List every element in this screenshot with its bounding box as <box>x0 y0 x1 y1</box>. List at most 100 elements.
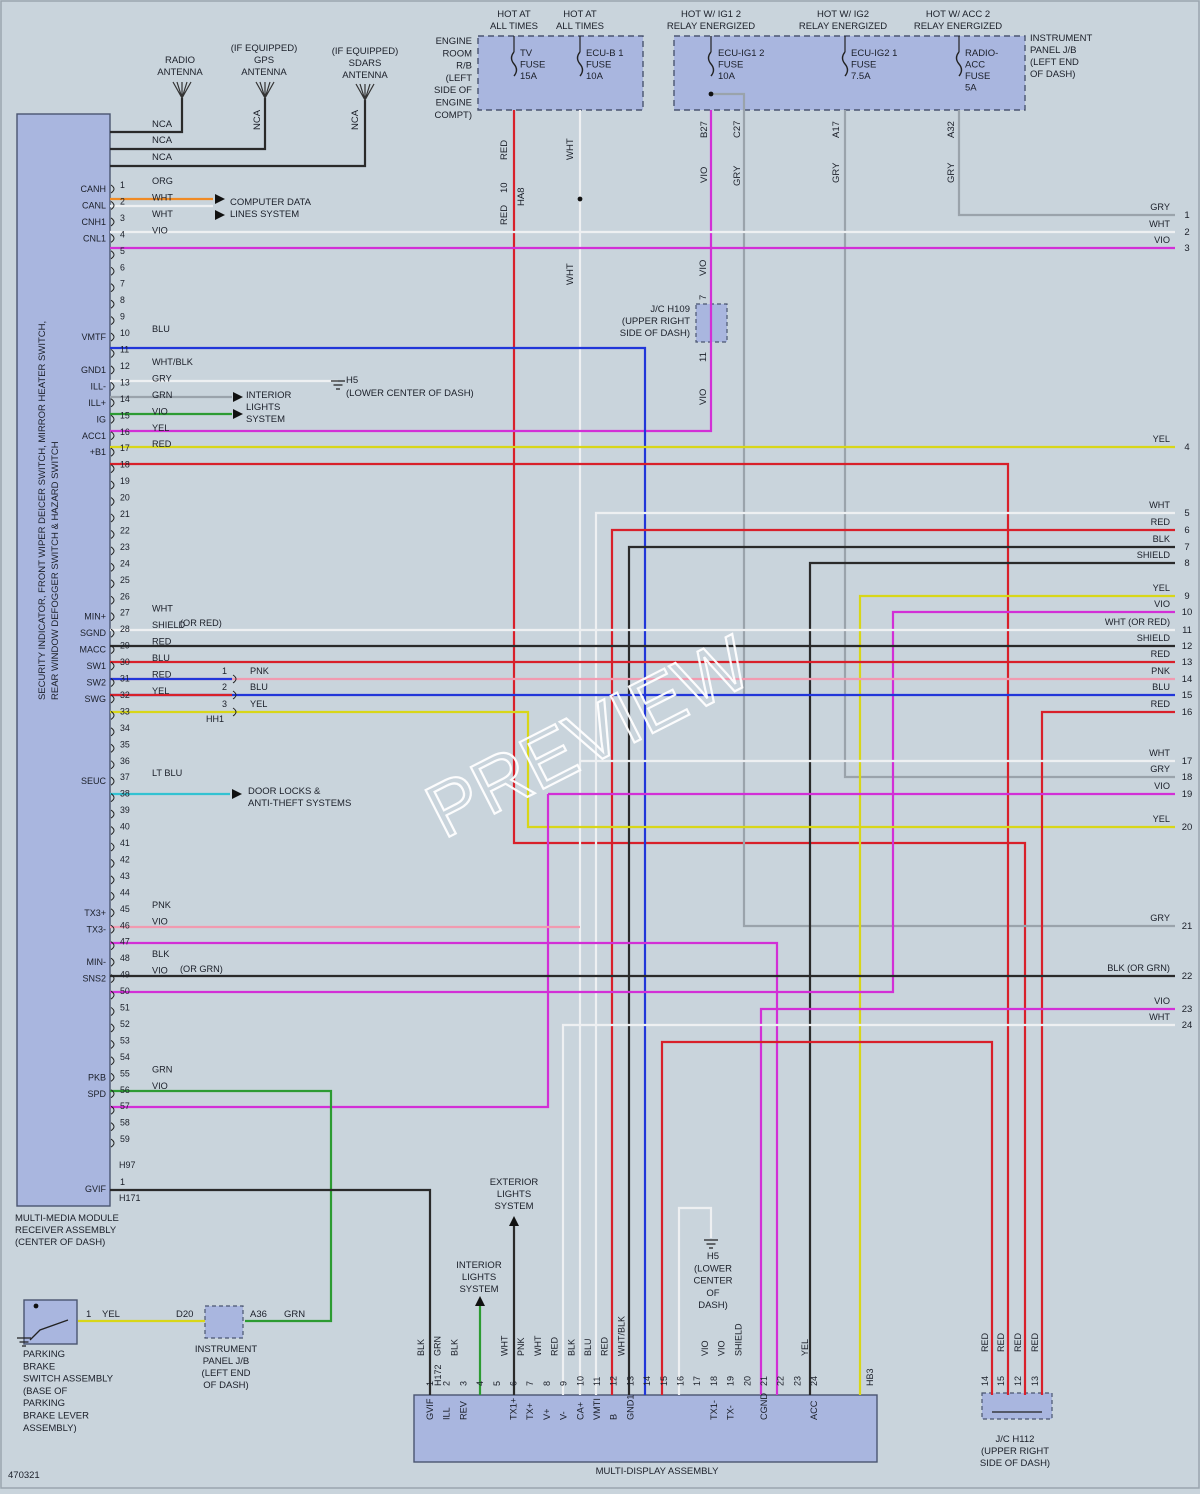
module-pin-number: 32 <box>120 690 130 700</box>
radio-antenna-icon <box>172 81 192 101</box>
display-wire-color: GRN <box>433 1336 443 1356</box>
diagram-id: 470321 <box>8 1470 40 1481</box>
module-pin-number: 56 <box>120 1085 130 1095</box>
display-terminal-label: GVIF <box>425 1398 435 1420</box>
module-pin-number: 37 <box>120 772 130 782</box>
pin-wire-color-label: RED <box>152 637 172 647</box>
right-terminal-number: 3 <box>1184 243 1189 254</box>
ground-icon <box>331 380 345 390</box>
sdars-antenna-label: ANTENNA <box>342 70 388 81</box>
module-pin-number: 5 <box>120 246 125 256</box>
door-locks-label: DOOR LOCKS & <box>248 786 321 797</box>
nca-label: NCA <box>252 109 263 130</box>
wire-color-label: WHT <box>565 263 576 285</box>
pin-connector-mark <box>110 1089 115 1099</box>
hh1-pin-number: 2 <box>222 682 227 692</box>
parking-brake-caption: BRAKE LEVER <box>23 1411 89 1422</box>
pin-connector-mark <box>110 365 115 375</box>
right-terminal-number: 8 <box>1184 558 1189 569</box>
junction-dot <box>708 91 714 97</box>
pin55-grn-wire <box>110 1089 333 1323</box>
pin-connector-mark <box>110 562 115 572</box>
hot-at-all-times-label: ALL TIMES <box>490 21 538 32</box>
arrow-right-icon <box>233 409 243 419</box>
or-red-note: (OR RED) <box>180 618 222 628</box>
nca-label: NCA <box>152 119 173 130</box>
right-terminal-wire-color: SHIELD <box>1137 550 1171 560</box>
pin-connector-mark <box>110 250 115 260</box>
right-terminal-wire-color: WHT <box>1149 1012 1170 1022</box>
module-pin-number: 53 <box>120 1035 130 1045</box>
h5-label: H5 <box>346 375 358 386</box>
pin-connector-mark <box>110 678 115 687</box>
a32-gry-wire <box>957 110 1175 217</box>
module-pin-number: 19 <box>120 476 130 486</box>
pin32-yel-wire <box>110 710 1175 829</box>
pin-connector-mark <box>110 530 115 539</box>
wire-color-label: WHT <box>565 138 576 160</box>
right-terminal-number: 9 <box>1184 591 1189 602</box>
right-terminal-number: 5 <box>1184 508 1189 519</box>
right-terminal-number: 19 <box>1182 789 1193 800</box>
pin-connector-mark <box>110 891 115 901</box>
instrument-panel-jb-box <box>673 35 1026 111</box>
pin-wire-color-label: WHT <box>152 209 173 219</box>
right-terminal-wire-color: GRY <box>1150 913 1170 923</box>
right-terminal-wire-color: VIO <box>1154 599 1170 609</box>
fuse-label: 15A <box>520 71 538 82</box>
interior-lights-label: SYSTEM <box>246 414 285 425</box>
pin-connector-mark <box>110 842 115 852</box>
pin-connector-mark <box>110 217 115 227</box>
term9-yel-wire <box>858 594 1175 1395</box>
pin-connector-mark <box>110 480 115 490</box>
module-pin-number: 26 <box>120 591 130 601</box>
h5-label-2: (LOWER <box>694 1263 732 1274</box>
right-terminal-number: 12 <box>1182 641 1193 652</box>
engine-room-rb-label: COMPT) <box>435 110 472 121</box>
display-b-red-wire <box>660 1040 994 1395</box>
module-pin-label: SPD <box>87 1089 106 1099</box>
fuse-label: FUSE <box>586 60 611 71</box>
display-terminal-label: TX1+ <box>509 1398 519 1420</box>
interior-lights-label: LIGHTS <box>246 402 280 413</box>
antenna-lead <box>110 98 184 134</box>
wire-color-label: RED <box>499 140 510 160</box>
pin-connector-mark <box>110 1039 115 1049</box>
sdars-antenna-label: (IF EQUIPPED) <box>332 46 399 57</box>
display-pin-number: 24 <box>809 1376 819 1386</box>
pin-connector-mark <box>110 661 115 671</box>
fuse-label: TV <box>520 48 533 59</box>
module-pin-number: 39 <box>120 805 130 815</box>
display-pin-number: 19 <box>726 1376 736 1386</box>
module-pin-number: 28 <box>120 624 130 634</box>
pin10-blu-wire <box>110 346 647 1395</box>
display-pin-number: 18 <box>709 1376 719 1386</box>
term16-red-wire <box>1040 710 1175 1395</box>
connector-hb3: HB3 <box>865 1368 875 1386</box>
multi-display-assembly-box <box>413 1394 878 1463</box>
display-wire-color: BLK <box>416 1339 426 1356</box>
gps-antenna-label: GPS <box>254 55 274 66</box>
pin-connector-mark <box>110 546 115 556</box>
pin-connector-mark <box>110 694 115 704</box>
fuse-label: ECU-IG2 1 <box>851 48 897 59</box>
display-gnd-wire <box>677 1206 713 1395</box>
jc-h112-wire-color: RED <box>1030 1332 1040 1352</box>
parking-brake-caption: ASSEMBLY) <box>23 1423 77 1434</box>
antenna-lead <box>110 100 367 168</box>
module-pin-number: 30 <box>120 657 130 667</box>
module-pin-number: 40 <box>120 822 130 832</box>
pin-connector-mark <box>110 1023 115 1033</box>
module-pin-number: 50 <box>120 986 130 996</box>
module-pin-number: 58 <box>120 1118 130 1128</box>
hot-ig1-2-label: HOT W/ IG1 2 <box>681 9 741 20</box>
pin-wire-color-label: PNK <box>152 900 172 910</box>
pin-wire-color-label: WHT/BLK <box>152 357 194 367</box>
interior-lights-label-2: INTERIOR <box>456 1260 502 1271</box>
display-pin-number: 17 <box>692 1376 702 1386</box>
right-terminal-wire-color: WHT <box>1149 748 1170 758</box>
multi-display-caption: MULTI-DISPLAY ASSEMBLY <box>596 1466 720 1477</box>
module-pin-number: 52 <box>120 1019 130 1029</box>
display-pin-number: 22 <box>776 1376 786 1386</box>
